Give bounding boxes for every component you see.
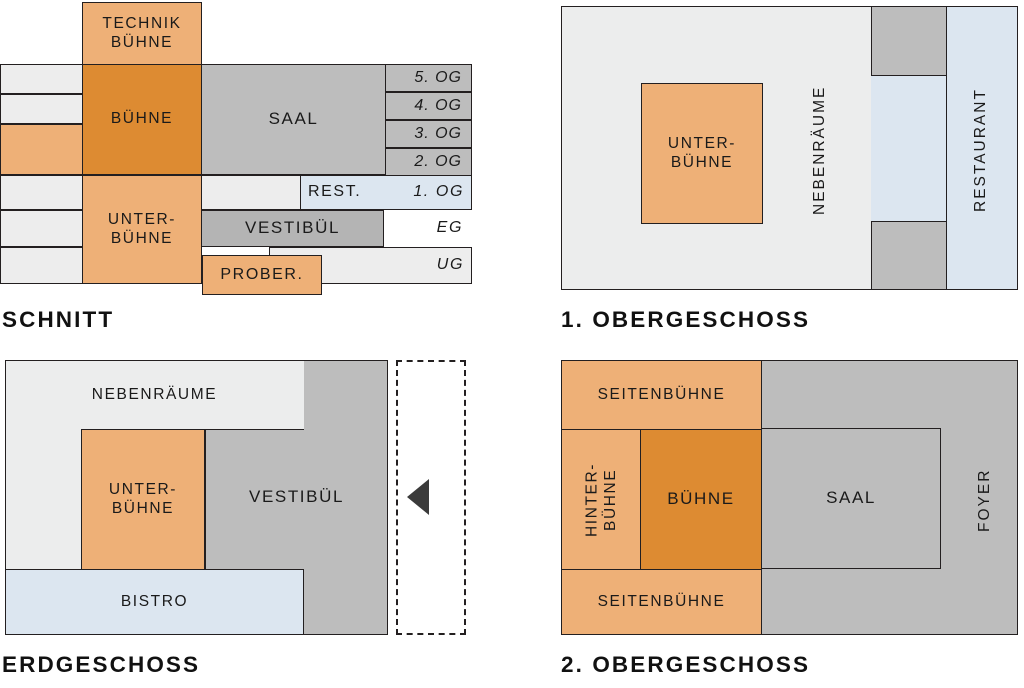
schnitt-level-2og: 2. OG <box>385 148 472 176</box>
schnitt-side-bar-1 <box>0 64 84 94</box>
eg-room-vestibuel-label: VESTIBÜL <box>249 487 344 507</box>
eg-room-unter-buehne: UNTER- BÜHNE <box>81 429 205 570</box>
eg-room-nebenraeume-label: NEBENRÄUME <box>91 385 218 403</box>
schnitt-level-4og: 4. OG <box>385 92 472 120</box>
schnitt-level-5og: 5. OG <box>385 64 472 92</box>
caption-schnitt: SCHNITT <box>2 307 115 332</box>
schnitt-level-1og: 1. OG <box>413 183 464 201</box>
og1-room-restaurant <box>946 6 1018 290</box>
og1-gray-block-bottom <box>871 221 948 290</box>
schnitt-room-buehne: BÜHNE <box>82 64 202 175</box>
schnitt-room-rest <box>300 175 472 210</box>
og1-room-restaurant-label: RESTAURANT <box>971 88 989 212</box>
schnitt-room-rest-label: REST. <box>308 183 362 201</box>
og2-room-foyer-label: FOYER <box>975 468 993 532</box>
schnitt-side-bar-3 <box>0 124 84 175</box>
caption-erdgeschoss: ERDGESCHOSS <box>2 652 201 677</box>
eg-direction-triangle-icon <box>407 479 429 515</box>
schnitt-side-bar-5 <box>0 210 84 247</box>
schnitt-room-prober: PROBER. <box>202 255 322 295</box>
og1-restaurant-notch <box>871 75 948 222</box>
schnitt-room-technik-buehne: TECHNIK BÜHNE <box>82 2 202 65</box>
og1-room-unter-buehne: UNTER- BÜHNE <box>641 83 763 224</box>
og1-room-nebenraeume-label: NEBENRÄUME <box>810 85 828 215</box>
schnitt-room-vestibuel: VESTIBÜL <box>201 210 384 247</box>
schnitt-level-ug: UG <box>436 256 464 274</box>
og1-gray-block-top <box>871 6 948 76</box>
eg-pale-left-column <box>5 429 83 570</box>
og2-room-buehne: BÜHNE <box>640 429 762 570</box>
schnitt-side-bar-4 <box>0 175 84 210</box>
schnitt-level-eg: EG <box>384 210 472 247</box>
eg-room-bistro: BISTRO <box>5 569 304 635</box>
og2-room-seitenbuehne-top: SEITENBÜHNE <box>561 360 762 430</box>
schnitt-side-bar-2 <box>0 94 84 124</box>
eg-room-nebenraeume <box>5 360 304 430</box>
schnitt-level-3og: 3. OG <box>385 120 472 148</box>
caption-obergeschoss-1: 1. OBERGESCHOSS <box>561 307 811 332</box>
schnitt-room-unter-buehne: UNTER- BÜHNE <box>82 175 202 284</box>
og2-room-seitenbuehne-bottom: SEITENBÜHNE <box>561 569 762 635</box>
og2-room-saal: SAAL <box>761 428 941 569</box>
caption-obergeschoss-2: 2. OBERGESCHOSS <box>561 652 811 677</box>
og2-room-hinter-buehne-label: HINTER- BÜHNE <box>583 462 619 538</box>
schnitt-filler-1og <box>201 175 301 210</box>
schnitt-room-saal: SAAL <box>201 64 386 175</box>
schnitt-side-bar-6 <box>0 247 84 284</box>
